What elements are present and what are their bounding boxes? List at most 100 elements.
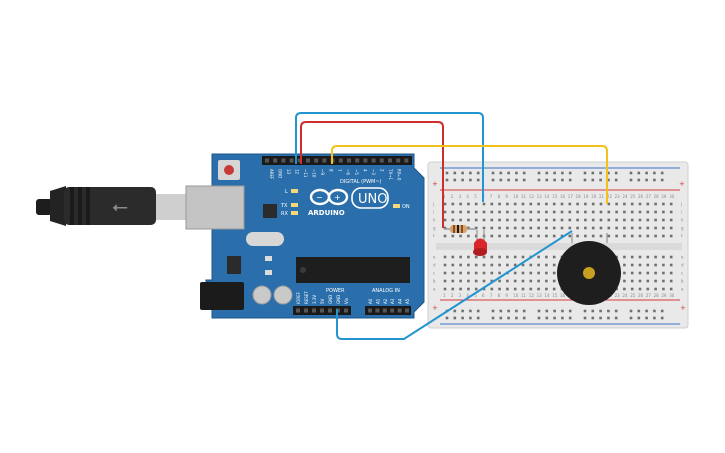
breadboard-hole[interactable] — [637, 316, 641, 320]
breadboard-hole[interactable] — [646, 210, 650, 214]
breadboard-hole[interactable] — [513, 263, 517, 267]
breadboard-hole[interactable] — [461, 309, 464, 313]
breadboard-hole[interactable] — [623, 271, 626, 275]
breadboard-hole[interactable] — [469, 309, 472, 313]
breadboard-hole[interactable] — [654, 226, 657, 230]
breadboard-hole[interactable] — [654, 202, 657, 206]
arduino-uno-board[interactable]: − + ARDUINO UNO L TX RX ON DIGITAL (PWM~… — [185, 153, 425, 319]
header-hole[interactable] — [296, 308, 300, 313]
breadboard-hole[interactable] — [552, 218, 556, 222]
breadboard-hole[interactable] — [545, 316, 549, 320]
breadboard-hole[interactable] — [506, 218, 509, 222]
breadboard-hole[interactable] — [552, 226, 556, 230]
breadboard-hole[interactable] — [529, 210, 533, 214]
breadboard-hole[interactable] — [623, 287, 626, 291]
header-hole[interactable] — [322, 158, 327, 163]
breadboard-hole[interactable] — [474, 202, 478, 206]
breadboard-hole[interactable] — [467, 202, 470, 206]
breadboard-hole[interactable] — [545, 271, 548, 275]
breadboard-hole[interactable] — [583, 171, 587, 175]
breadboard-hole[interactable] — [469, 316, 472, 320]
breadboard-hole[interactable] — [545, 218, 548, 222]
breadboard-hole[interactable] — [482, 263, 486, 267]
breadboard-hole[interactable] — [561, 316, 564, 320]
breadboard-hole[interactable] — [638, 202, 642, 206]
breadboard-hole[interactable] — [583, 316, 587, 320]
breadboard-hole[interactable] — [615, 202, 618, 206]
breadboard-hole[interactable] — [662, 279, 665, 283]
breadboard-hole[interactable] — [614, 316, 618, 320]
breadboard-hole[interactable] — [461, 178, 464, 182]
header-hole[interactable] — [355, 158, 360, 163]
breadboard-hole[interactable] — [545, 171, 549, 175]
breadboard-hole[interactable] — [506, 234, 509, 238]
breadboard-hole[interactable] — [498, 271, 501, 275]
breadboard-hole[interactable] — [599, 316, 602, 320]
breadboard-hole[interactable] — [521, 279, 525, 283]
breadboard-hole[interactable] — [552, 255, 556, 259]
header-hole[interactable] — [297, 158, 302, 163]
breadboard-hole[interactable] — [498, 202, 501, 206]
breadboard-hole[interactable] — [614, 309, 618, 313]
breadboard-hole[interactable] — [482, 255, 486, 259]
breadboard-hole[interactable] — [498, 218, 501, 222]
breadboard-hole[interactable] — [467, 287, 470, 291]
breadboard-hole[interactable] — [630, 255, 634, 259]
header-hole[interactable] — [368, 308, 372, 313]
breadboard-hole[interactable] — [443, 234, 447, 238]
breadboard-hole[interactable] — [476, 309, 480, 313]
breadboard-hole[interactable] — [467, 226, 470, 230]
breadboard-hole[interactable] — [607, 210, 611, 214]
breadboard-hole[interactable] — [645, 178, 648, 182]
breadboard-hole[interactable] — [451, 210, 455, 214]
breadboard-hole[interactable] — [474, 226, 478, 230]
breadboard-hole[interactable] — [537, 316, 541, 320]
breadboard-hole[interactable] — [660, 316, 664, 320]
breadboard-hole[interactable] — [459, 255, 462, 259]
breadboard-hole[interactable] — [482, 271, 486, 275]
header-hole[interactable] — [405, 308, 409, 313]
breadboard-hole[interactable] — [568, 309, 572, 313]
breadboard-hole[interactable] — [545, 178, 549, 182]
breadboard-hole[interactable] — [490, 279, 494, 283]
breadboard-hole[interactable] — [545, 202, 548, 206]
header-hole[interactable] — [281, 158, 286, 163]
breadboard-hole[interactable] — [576, 202, 579, 206]
breadboard-hole[interactable] — [660, 178, 664, 182]
breadboard-hole[interactable] — [629, 178, 633, 182]
breadboard-hole[interactable] — [654, 271, 657, 275]
breadboard-hole[interactable] — [490, 263, 494, 267]
breadboard-hole[interactable] — [529, 271, 533, 275]
breadboard-hole[interactable] — [623, 226, 626, 230]
wires[interactable] — [295, 112, 608, 340]
breadboard-hole[interactable] — [490, 226, 494, 230]
resistor[interactable] — [444, 225, 476, 233]
breadboard-hole[interactable] — [513, 210, 517, 214]
breadboard-hole[interactable] — [623, 202, 626, 206]
breadboard-hole[interactable] — [529, 287, 533, 291]
breadboard-hole[interactable] — [584, 202, 587, 206]
breadboard-hole[interactable] — [506, 210, 509, 214]
breadboard-hole[interactable] — [443, 263, 447, 267]
breadboard-hole[interactable] — [467, 279, 470, 283]
breadboard-hole[interactable] — [474, 279, 478, 283]
breadboard-hole[interactable] — [662, 226, 665, 230]
breadboard-hole[interactable] — [629, 309, 633, 313]
breadboard-hole[interactable] — [654, 287, 657, 291]
breadboard-hole[interactable] — [553, 171, 556, 175]
breadboard-hole[interactable] — [599, 202, 603, 206]
led[interactable] — [473, 230, 487, 256]
breadboard-hole[interactable] — [506, 263, 509, 267]
breadboard-hole[interactable] — [498, 234, 501, 238]
breadboard-hole[interactable] — [537, 263, 540, 267]
breadboard-hole[interactable] — [467, 271, 470, 275]
breadboard-hole[interactable] — [607, 171, 610, 175]
breadboard-hole[interactable] — [568, 218, 572, 222]
breadboard-hole[interactable] — [599, 309, 602, 313]
breadboard-hole[interactable] — [646, 202, 650, 206]
breadboard-hole[interactable] — [522, 309, 526, 313]
breadboard-hole[interactable] — [498, 255, 501, 259]
breadboard-hole[interactable] — [552, 263, 556, 267]
breadboard-hole[interactable] — [568, 202, 572, 206]
header-hole[interactable] — [328, 308, 332, 313]
